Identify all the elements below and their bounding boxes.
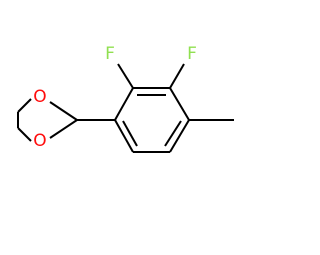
- ring-bond-c3-c4: [169, 87, 190, 121]
- ring-bond-c4-c5: [169, 119, 190, 153]
- ring-bond-c1-c2: [114, 87, 134, 121]
- oxygen-label-bottom: O: [33, 131, 46, 151]
- bond-c2-fluorine: [117, 63, 134, 89]
- oxygen-label-top: O: [33, 87, 46, 107]
- ring-bond-c6-c1: [114, 119, 134, 153]
- bonds: [17, 63, 234, 153]
- structure-canvas: F F O O: [17, 44, 234, 153]
- bond-oxygen-bottom-ch2: [17, 127, 32, 142]
- ring-double-bond-c6-c1: [122, 120, 138, 147]
- bond-oxygen-top-ch2: [17, 98, 32, 113]
- fluorine-label-right: F: [187, 44, 197, 64]
- bond-acetal-carbon-oxygen-bottom: [49, 119, 78, 139]
- bond-c3-fluorine: [169, 63, 185, 89]
- atom-labels: F F O O: [33, 44, 197, 151]
- bond-acetal-carbon-oxygen-top: [49, 101, 78, 121]
- fluorine-label-left: F: [105, 44, 115, 64]
- ring-double-bond-c4-c5: [164, 120, 182, 147]
- molecule-diagram: F F O O: [17, 44, 234, 153]
